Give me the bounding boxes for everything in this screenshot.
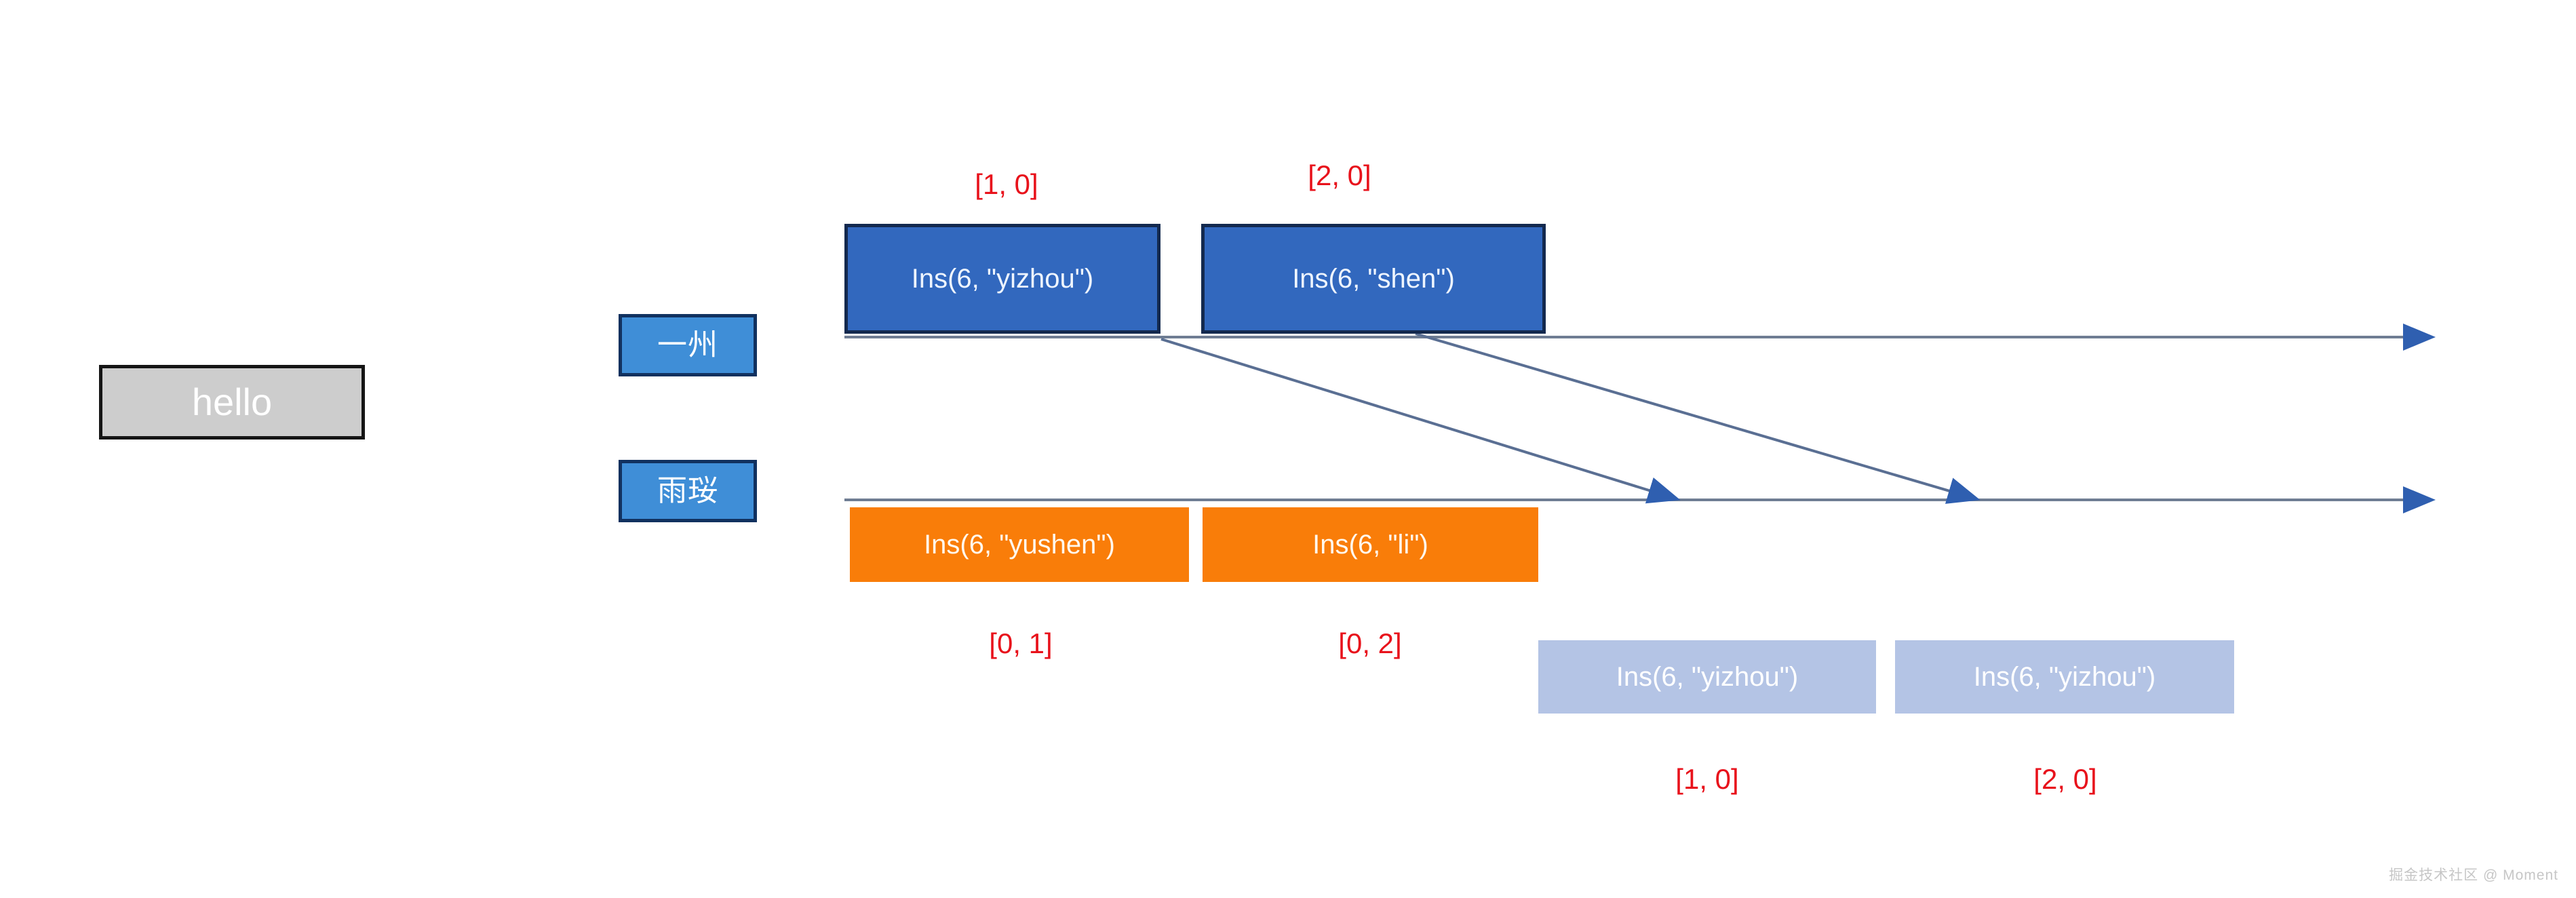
actor-label-top: 一州	[619, 314, 757, 376]
op-box-replica-1: Ins(6, "yizhou")	[1538, 640, 1876, 714]
watermark: 掘金技术社区 @ Moment	[2389, 867, 2558, 883]
actor-label-bottom: 雨珱	[619, 460, 757, 522]
tag-replica-2: [2, 0]	[2033, 763, 2097, 795]
op-box-bottom-1: Ins(6, "yushen")	[850, 507, 1189, 582]
op-box-top-1: Ins(6, "yizhou")	[844, 224, 1160, 334]
tag-bottom-op-1: [0, 1]	[989, 627, 1053, 659]
tag-top-op-1: [1, 0]	[975, 168, 1038, 200]
sync-arrow-1	[1160, 338, 1681, 504]
tag-top-op-2: [2, 0]	[1308, 159, 1371, 191]
tag-replica-1: [1, 0]	[1675, 763, 1739, 795]
op-box-bottom-2: Ins(6, "li")	[1203, 507, 1538, 582]
hello-box: hello	[99, 365, 365, 440]
op-box-replica-2: Ins(6, "yizhou")	[1895, 640, 2234, 714]
op-box-top-2: Ins(6, "shen")	[1201, 224, 1546, 334]
tag-bottom-op-2: [0, 2]	[1338, 627, 1402, 659]
sync-arrow-2	[1415, 332, 1980, 504]
